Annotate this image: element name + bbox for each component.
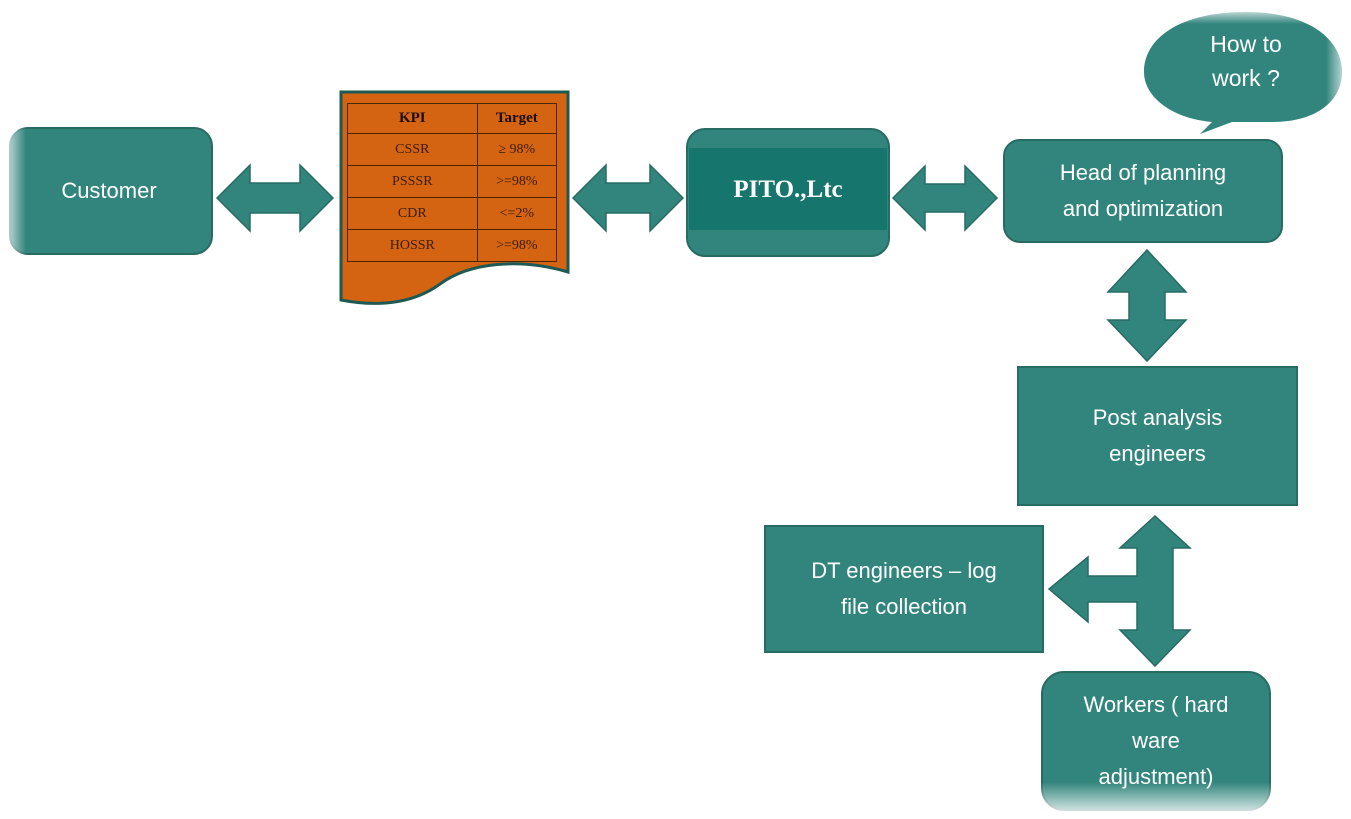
bottom-edge-fade bbox=[1036, 782, 1276, 819]
kpi-table-row: CDR <=2% bbox=[347, 197, 558, 230]
left-edge-fade bbox=[0, 120, 26, 262]
kpi-name-cell: CDR bbox=[347, 197, 478, 230]
target-header: Target bbox=[476, 103, 558, 134]
bubble-fade-top bbox=[1140, 6, 1346, 24]
kpi-target-cell: >=98% bbox=[476, 165, 558, 198]
dt-box bbox=[764, 525, 1044, 653]
kpi-table-header-row: KPI Target bbox=[347, 103, 558, 134]
arrow-customer-document bbox=[215, 163, 335, 233]
kpi-target-cell: >=98% bbox=[476, 229, 558, 262]
kpi-name-cell: CSSR bbox=[347, 133, 478, 166]
kpi-name-cell: HOSSR bbox=[347, 229, 478, 262]
post-box bbox=[1017, 366, 1298, 506]
company-band bbox=[689, 148, 887, 230]
kpi-table-row: PSSSR >=98% bbox=[347, 165, 558, 198]
kpi-table-row: HOSSR >=98% bbox=[347, 229, 558, 262]
arrow-post-dt-workers bbox=[1047, 514, 1192, 668]
arrow-company-head bbox=[891, 164, 999, 232]
kpi-target-cell: ≥ 98% bbox=[476, 133, 558, 166]
arrow-document-company bbox=[571, 163, 685, 233]
arrow-head-post bbox=[1106, 248, 1188, 363]
kpi-table-row: CSSR ≥ 98% bbox=[347, 133, 558, 166]
kpi-target-cell: <=2% bbox=[476, 197, 558, 230]
kpi-header: KPI bbox=[347, 103, 478, 134]
kpi-name-cell: PSSSR bbox=[347, 165, 478, 198]
head-box bbox=[1003, 139, 1283, 243]
kpi-table: KPI Target CSSR ≥ 98% PSSSR >=98% CDR <=… bbox=[347, 103, 558, 262]
speech-bubble bbox=[1144, 12, 1342, 134]
customer-box bbox=[9, 127, 213, 255]
bubble-fade-right bbox=[1326, 8, 1351, 128]
